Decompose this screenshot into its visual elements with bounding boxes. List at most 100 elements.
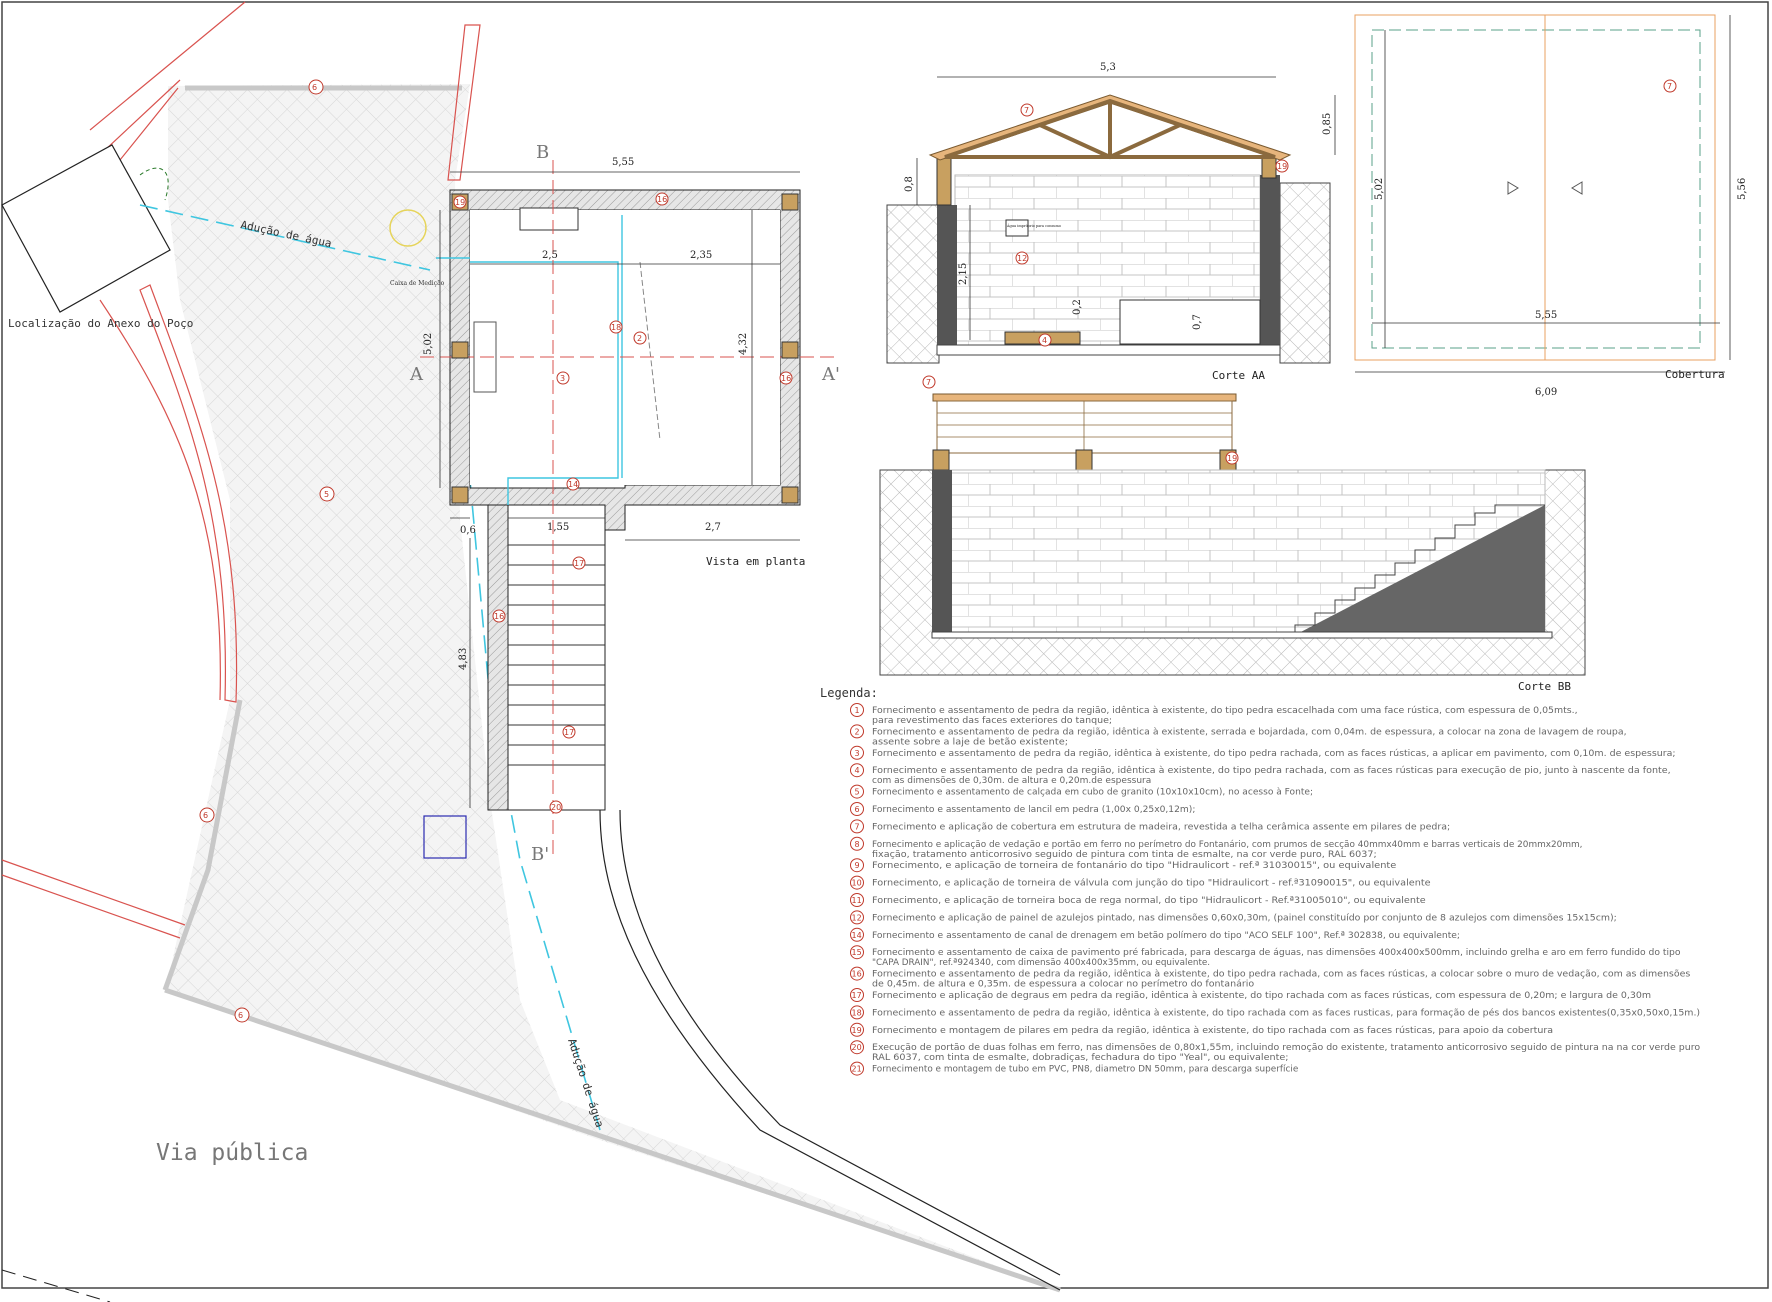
legend-item-number: 4	[855, 766, 860, 775]
legend-item-text: Fornecimento e aplicação de cobertura em…	[872, 821, 1450, 832]
legend-item-text: Fornecimento e aplicação de vedação e po…	[872, 839, 1583, 850]
legend-item-text: Fornecimento e assentamento de caixa de …	[872, 947, 1681, 958]
legend-item-marker	[850, 745, 864, 760]
legend-item-text: Fornecimento e assentamento de pedra da …	[872, 969, 1691, 980]
marker-6b: 6	[199, 807, 215, 823]
dim-stair-length: 4,83	[458, 648, 469, 670]
legend-item-number: 9	[855, 861, 860, 870]
road-label: Via pública	[156, 1140, 308, 1166]
stair-steps	[508, 544, 605, 766]
legend-item-text: Fornecimento e assentamento de pedra da …	[872, 705, 1578, 716]
svg-text:6: 6	[203, 811, 208, 820]
bb-stair-steps	[1294, 504, 1545, 635]
legend-item-text: Fornecimento, e aplicação de torneira bo…	[872, 895, 1426, 906]
legend-item-number: 17	[852, 991, 862, 1000]
legend-item-5: 5 Fornecimento e assentamento de calçada …	[850, 784, 1313, 799]
legend-item-text: Fornecimento e assentamento de pedra da …	[872, 726, 1627, 737]
legend-item-8: 8 Fornecimento e aplicação de vedação e p…	[850, 836, 1583, 860]
dim-plan-height-left: 5,02	[423, 333, 434, 355]
bb-title: Corte BB	[1518, 680, 1571, 693]
roof-outer	[1354, 14, 1716, 361]
legend-item-number: 8	[855, 840, 860, 849]
section-bb: Corte BB 7 19	[879, 375, 1586, 693]
roof-arrow-right	[1571, 181, 1583, 195]
legend-item-text: Fornecimento e assentamento de calçada e…	[872, 787, 1313, 798]
dim-plan-width: 5,55	[612, 157, 634, 168]
svg-text:16: 16	[781, 374, 791, 383]
plan-markers: 19 16 3 2 18 16 14 17 17 16 20	[453, 192, 793, 814]
dim-plan-left: 2,5	[542, 250, 558, 261]
meter-label: Caixa de Medição	[390, 280, 445, 287]
legend-item-text-2: com as dimensões de 0,30m. de altura e 0…	[872, 775, 1151, 786]
legend-item-marker	[850, 784, 864, 799]
dim-roof-height-right: 5,56	[1737, 178, 1748, 200]
svg-text:12: 12	[1017, 254, 1027, 263]
bb-pillar-mid	[1075, 449, 1093, 471]
legend-item-marker	[850, 1005, 864, 1020]
legend-item-text-2: "CAPA DRAIN", ref.ª924340, com dimensão …	[872, 957, 1210, 968]
svg-text:19: 19	[1277, 162, 1287, 171]
legend-item-marker	[850, 988, 864, 1002]
aa-ground-right	[1279, 182, 1331, 364]
site-plan: Localização do Anexo do Poço Via pública…	[1, 1, 1061, 1302]
legend-item-text: Fornecimento e assentamento de lancil em…	[872, 804, 1195, 815]
marker-16-a: 16	[655, 192, 669, 206]
plan-floor	[470, 210, 780, 485]
marker-19-b: 19	[1275, 159, 1289, 173]
legend-item-text: Fornecimento e aplicação de degraus em p…	[872, 990, 1651, 1001]
bb-stairs	[1295, 505, 1545, 635]
marker-20: 20	[549, 800, 563, 814]
boundary-line-west	[99, 299, 221, 701]
legend-item-number: 14	[852, 931, 862, 940]
legend-item-number: 16	[852, 970, 862, 979]
legend-item-text: Fornecimento e assentamento de pedra da …	[872, 748, 1676, 759]
drain-box	[423, 815, 467, 859]
dim-stair-width: 1,55	[547, 522, 569, 533]
legend-item-text: Fornecimento, e aplicação de torneira de…	[872, 860, 1397, 871]
marker-17-b: 17	[562, 725, 576, 739]
roof-plan: 5,55 6,09 5,02 5,56 Cobertura 7	[1354, 14, 1748, 398]
dim-aa-panel: 2,15	[958, 263, 969, 285]
svg-text:17: 17	[574, 559, 584, 568]
dim-aa-width: 5,3	[1100, 62, 1116, 73]
section-aa: Água impróprio para consumo 5,3 0,85 0,8…	[886, 62, 1336, 382]
legend-item-marker	[850, 927, 864, 942]
marker-19-a: 19	[453, 195, 467, 209]
legend-item-marker	[850, 875, 864, 890]
aa-panel-text: Água impróprio para consumo	[1006, 223, 1061, 228]
legend-item-marker	[850, 1022, 864, 1037]
curb-bottom	[164, 987, 1061, 1293]
legend-item-marker	[850, 910, 864, 925]
annex-location-label: Localização do Anexo do Poço	[8, 317, 193, 330]
marker-4: 4	[1038, 333, 1052, 347]
dim-stair-offset: 0,6	[460, 525, 476, 536]
legend-item-marker	[850, 893, 864, 907]
plan-water-pipes	[436, 215, 623, 505]
paved-area	[168, 84, 1060, 1290]
svg-text:7: 7	[1667, 82, 1672, 91]
legend-item-number: 5	[855, 788, 860, 797]
marker-6a: 6	[308, 79, 324, 95]
legend-item-16: 16 Fornecimento e assentamento de pedra d…	[850, 966, 1691, 990]
dim-plan-right: 2,35	[690, 250, 712, 261]
bb-roof	[932, 393, 1237, 402]
legend-item-number: 11	[852, 896, 862, 905]
dim-aa-wall: 0,8	[904, 176, 915, 192]
svg-text:16: 16	[494, 612, 504, 621]
floor-plan: A A' B B' 5,55 2,5 2,35 5,02 4,32 0,6 1,…	[409, 142, 840, 865]
legend-item-number: 12	[852, 913, 862, 922]
legend-item-text: Fornecimento e assentamento de pedra da …	[872, 1007, 1700, 1018]
dim-aa-bench: 0,2	[1072, 299, 1083, 315]
legend-item-number: 10	[852, 879, 862, 888]
legend-item-number: 2	[855, 727, 860, 736]
